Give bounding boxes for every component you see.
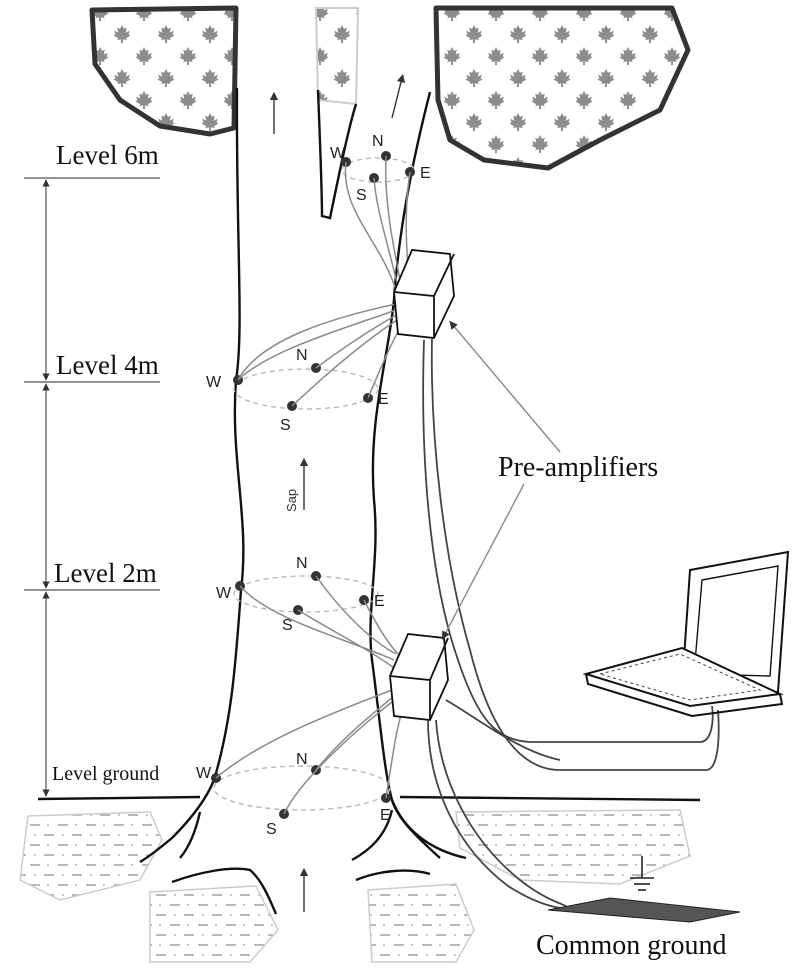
trunk-left-edge xyxy=(171,87,245,839)
soil-region-left xyxy=(19,811,163,901)
sensor-4m-north-label: N xyxy=(296,347,308,364)
sensor-ground-west-label: W xyxy=(196,765,212,782)
foliage-left xyxy=(89,5,239,137)
level-6m-label: Level 6m xyxy=(56,140,159,170)
laptop-keyboard xyxy=(598,653,762,701)
sensor-6m-south-label: S xyxy=(356,187,367,204)
sensor-6m-east-label: E xyxy=(420,165,431,182)
callout-lines xyxy=(442,320,561,640)
sensor-ellipse-2m xyxy=(233,575,379,613)
common-ground-label: Common ground xyxy=(536,930,727,961)
trunk-branch-left xyxy=(316,89,358,220)
sensor-ground-east-label: E xyxy=(380,807,391,824)
level-4m-label: Level 4m xyxy=(56,350,159,380)
sensor-6m-west-label: W xyxy=(330,145,346,162)
flow-arrows xyxy=(269,73,406,912)
sensor-4m-west-label: W xyxy=(206,374,222,391)
level-2m-label: Level 2m xyxy=(54,558,157,588)
tree-trunk xyxy=(139,87,467,915)
sensor-ring-4m: W N S E xyxy=(206,347,389,434)
ground-line xyxy=(37,795,701,802)
foliage xyxy=(89,5,691,171)
pre-amplifier-upper xyxy=(393,249,455,339)
root-right xyxy=(351,799,467,862)
soil-region-right xyxy=(455,809,691,885)
sensor-2m-west-label: W xyxy=(216,585,232,602)
level-ground-label: Level ground xyxy=(52,763,159,785)
level-dimension-lines xyxy=(24,177,160,797)
sensor-ellipse-ground xyxy=(213,765,391,811)
sensor-wires-lower xyxy=(215,575,403,815)
root-cutout-left xyxy=(171,867,278,915)
soil-region-bottom-middle xyxy=(367,883,475,963)
sensor-2m-north-label: N xyxy=(296,555,308,572)
foliage-right xyxy=(433,5,691,171)
sensor-2m-east-label: E xyxy=(374,593,385,610)
sensor-ground-north-label: N xyxy=(296,751,308,768)
sap-label: Sap xyxy=(284,489,299,512)
ground-symbol-icon xyxy=(630,856,654,891)
sensor-2m-south-label: S xyxy=(282,617,293,634)
sensor-4m-south-label: S xyxy=(280,417,291,434)
soil xyxy=(19,809,691,963)
sensor-ground-south-label: S xyxy=(266,821,277,838)
sensor-wires-upper xyxy=(237,155,411,407)
root-cutout-right xyxy=(355,869,431,882)
foliage-middle xyxy=(314,7,360,106)
trunk-right-edge xyxy=(369,91,441,859)
root-left xyxy=(139,811,202,864)
sensor-ring-ground: W N S E xyxy=(196,751,391,838)
ground-plate xyxy=(547,897,741,923)
sensor-6m-north-label: N xyxy=(372,133,384,150)
soil-region-bottom-left xyxy=(149,885,279,963)
flow-arrow-top-right xyxy=(391,73,406,119)
pre-amplifier-lower xyxy=(389,633,449,721)
sensor-ellipse-4m xyxy=(233,368,379,410)
laptop-screen-inner xyxy=(693,565,779,677)
laptop-icon xyxy=(582,550,790,718)
cables xyxy=(422,337,720,909)
sensor-4m-east-label: E xyxy=(378,391,389,408)
common-ground xyxy=(547,856,741,923)
pre-amplifiers-label: Pre-amplifiers xyxy=(498,452,658,483)
